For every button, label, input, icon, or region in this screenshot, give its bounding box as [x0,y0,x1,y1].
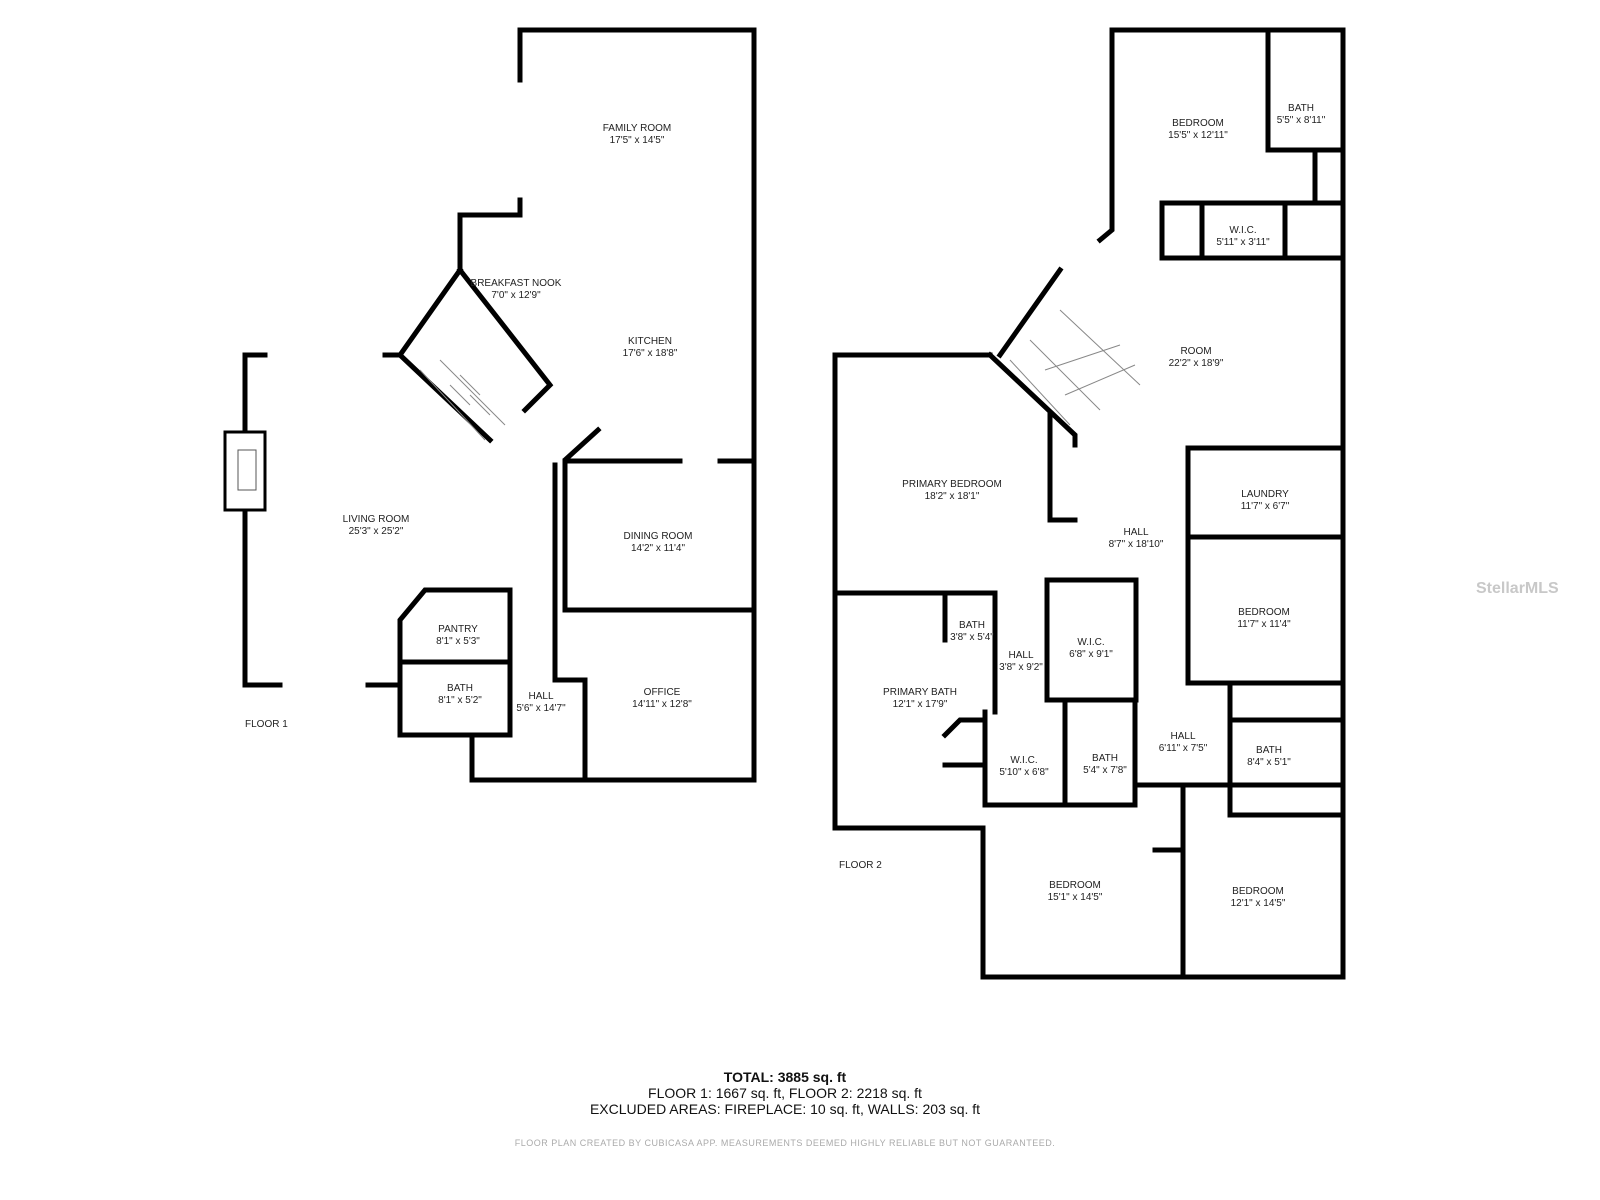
floor-1-label: FLOOR 1 [245,719,288,730]
area-summary: TOTAL: 3885 sq. ft FLOOR 1: 1667 sq. ft,… [0,1069,1570,1117]
floor-areas: FLOOR 1: 1667 sq. ft, FLOOR 2: 2218 sq. … [648,1085,922,1101]
floor-2-label: FLOOR 2 [839,860,882,871]
room-wic: W.I.C.5'11" x 3'11" [1216,225,1270,248]
stairs-floor-2-icon [1009,309,1141,426]
fireplace-icon [223,430,267,512]
room-wic: W.I.C.6'8" x 9'1" [1069,637,1113,660]
room-wic: W.I.C.5'10" x 6'8" [999,755,1049,778]
watermark-logo: StellarMLS [1476,580,1559,597]
disclaimer: FLOOR PLAN CREATED BY CUBICASA APP. MEAS… [514,1138,1056,1148]
excluded-areas: EXCLUDED AREAS: FIREPLACE: 10 sq. ft, WA… [589,1101,981,1117]
stairs-floor-1-icon [419,359,506,441]
total-area: TOTAL: 3885 sq. ft [723,1069,847,1085]
floor-2-walls [832,27,1346,980]
floor-1-walls [242,27,757,783]
